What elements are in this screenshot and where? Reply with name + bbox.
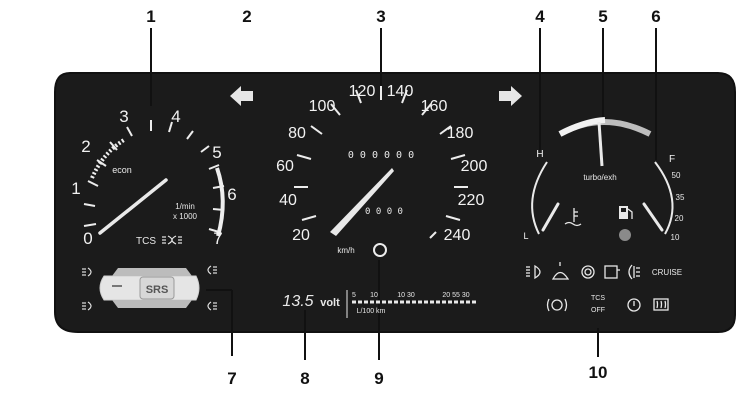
temperature-high-label: H bbox=[536, 149, 543, 160]
tcs-indicator-label: TCS bbox=[136, 236, 156, 247]
fog-light-front-icon bbox=[162, 235, 182, 245]
speedometer-number-60: 60 bbox=[276, 158, 294, 175]
callout-3: 3 bbox=[376, 7, 385, 26]
left-front-light-icon bbox=[82, 267, 92, 277]
tachometer-ticks bbox=[83, 120, 225, 233]
fuel-scale-20: 20 bbox=[675, 214, 684, 223]
tachometer-number-3: 3 bbox=[119, 107, 128, 126]
odometer-display: 0 0 0 0 0 0 bbox=[348, 150, 414, 161]
callout-leaders bbox=[150, 28, 657, 360]
fuel-gauge-arc bbox=[654, 161, 674, 235]
turbo-gauge-arc-highlight bbox=[558, 117, 606, 137]
speedometer-number-20: 20 bbox=[292, 227, 310, 244]
digital-info-display: 13.5 volt 5 10 10 30 20 55 30 L/100 km bbox=[282, 290, 478, 318]
tachometer-number-2: 2 bbox=[81, 137, 90, 156]
callout-2: 2 bbox=[242, 7, 251, 26]
srs-label: SRS bbox=[146, 284, 169, 296]
coolant-temperature-icon bbox=[564, 208, 582, 227]
callout-4: 4 bbox=[535, 7, 545, 26]
door-open-lamps: SRS bbox=[82, 265, 217, 311]
trip-meter-display: 0 0 0 0 bbox=[365, 207, 403, 217]
callout-8: 8 bbox=[300, 369, 309, 388]
tachometer-needle bbox=[98, 178, 168, 235]
left-rear-light-icon bbox=[82, 301, 92, 311]
speedometer-number-160: 160 bbox=[421, 98, 448, 115]
windshield-washer-icon bbox=[551, 262, 570, 280]
speedometer-number-120: 120 bbox=[349, 83, 376, 100]
tachometer-number-0: 0 bbox=[83, 229, 92, 248]
fuel-scale-35: 35 bbox=[676, 193, 685, 202]
speedometer: 20 40 60 80 100 120 140 160 180 200 220 … bbox=[276, 83, 488, 257]
speedometer-number-240: 240 bbox=[444, 227, 471, 244]
car-outline-icon bbox=[99, 268, 200, 308]
right-turn-arrow-icon bbox=[499, 86, 522, 106]
tcs-off-label-line1: TCS bbox=[591, 295, 605, 302]
cruise-label: CRUISE bbox=[652, 268, 682, 277]
callout-1: 1 bbox=[146, 7, 155, 26]
tachometer-number-7: 7 bbox=[213, 229, 222, 248]
speedometer-number-200: 200 bbox=[461, 158, 488, 175]
fuel-scale-10: 10 bbox=[671, 233, 680, 242]
speedometer-number-100: 100 bbox=[309, 98, 336, 115]
econ-arc bbox=[90, 138, 126, 179]
speedometer-number-180: 180 bbox=[447, 125, 474, 142]
consumption-scale-20-55-30: 20 55 30 bbox=[442, 292, 469, 299]
tachometer-redline bbox=[215, 167, 225, 237]
rear-fog-light-icon bbox=[628, 264, 640, 280]
speedometer-needle bbox=[330, 168, 394, 236]
fuel-needle bbox=[642, 202, 664, 232]
callout-9: 9 bbox=[374, 369, 383, 388]
temperature-needle bbox=[541, 202, 560, 232]
rear-defroster-icon bbox=[653, 298, 669, 311]
fuel-full-label: F bbox=[669, 154, 675, 165]
right-rear-light-icon bbox=[207, 301, 217, 311]
right-gauge-cluster: turbo/exh H L F 50 35 20 10 bbox=[523, 117, 685, 242]
tachometer-number-1: 1 bbox=[71, 179, 80, 198]
speed-unit-label: km/h bbox=[337, 246, 354, 255]
fuel-scale-50: 50 bbox=[672, 171, 681, 180]
callout-5: 5 bbox=[598, 7, 607, 26]
voltage-value: 13.5 bbox=[282, 293, 313, 310]
trip-reset-knob bbox=[373, 243, 387, 257]
callout-10: 10 bbox=[589, 363, 608, 382]
tachometer-number-5: 5 bbox=[212, 143, 221, 162]
tachometer: 0 1 2 3 4 5 6 7 econ 1/min x 1000 TCS bbox=[71, 107, 236, 248]
callout-7: 7 bbox=[227, 369, 236, 388]
speedometer-number-140: 140 bbox=[387, 83, 414, 100]
right-front-light-icon bbox=[207, 265, 217, 275]
door-ajar-icon bbox=[604, 265, 620, 279]
brake-system-icon bbox=[627, 298, 641, 312]
temperature-low-label: L bbox=[523, 231, 528, 241]
tachometer-number-4: 4 bbox=[171, 107, 180, 126]
speedometer-number-220: 220 bbox=[458, 192, 485, 209]
speedometer-number-40: 40 bbox=[279, 192, 297, 209]
warning-lamps: CRUISE TCS OFF bbox=[526, 262, 682, 314]
brake-warning-icon bbox=[581, 265, 595, 279]
consumption-scale-10-30: 10 30 bbox=[397, 292, 415, 299]
consumption-unit: L/100 km bbox=[357, 308, 386, 315]
speedometer-number-80: 80 bbox=[288, 125, 306, 142]
econ-label: econ bbox=[112, 165, 132, 175]
turbo-needle bbox=[597, 121, 604, 167]
consumption-scale-5: 5 bbox=[352, 292, 356, 299]
temperature-gauge-arc bbox=[531, 161, 548, 235]
abs-warning-icon bbox=[546, 298, 568, 312]
dashboard-panel bbox=[54, 72, 736, 333]
tachometer-unit-line2: x 1000 bbox=[173, 212, 198, 221]
consumption-scale-10: 10 bbox=[370, 292, 378, 299]
voltage-unit: volt bbox=[320, 297, 340, 309]
tachometer-unit-line1: 1/min bbox=[175, 202, 195, 211]
speedometer-ticks bbox=[294, 86, 468, 239]
tachometer-number-6: 6 bbox=[227, 185, 236, 204]
tcs-off-label-line2: OFF bbox=[591, 307, 605, 314]
left-turn-arrow-icon bbox=[230, 86, 253, 106]
callout-6: 6 bbox=[651, 7, 660, 26]
turbo-label: turbo/exh bbox=[583, 173, 616, 182]
headlight-high-beam-icon bbox=[526, 264, 541, 280]
fuel-pump-icon bbox=[619, 206, 633, 219]
fuel-warning-lamp bbox=[619, 229, 631, 241]
